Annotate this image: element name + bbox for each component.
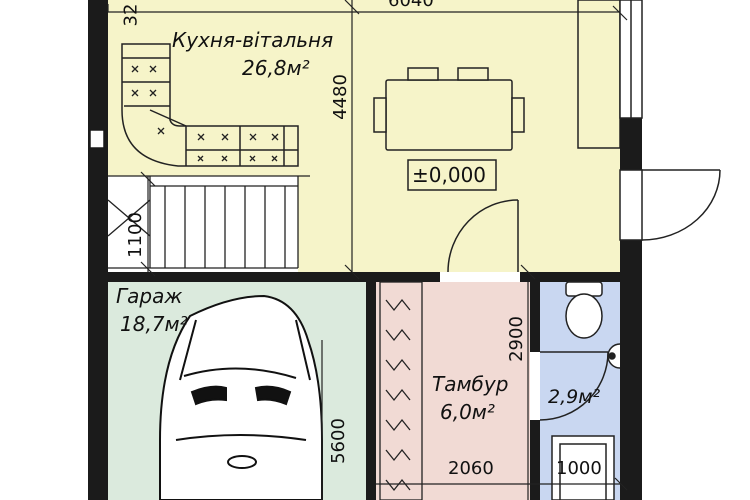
staircase bbox=[107, 175, 310, 269]
exterior-walls bbox=[88, 0, 642, 500]
entrance-door bbox=[619, 169, 721, 241]
dim-vestibule-width: 2060 bbox=[448, 458, 494, 479]
wardrobe bbox=[379, 281, 423, 500]
interior-walls bbox=[108, 272, 642, 500]
dim-garage-height: 5600 bbox=[327, 418, 349, 464]
dim-top-left: 32 bbox=[120, 3, 142, 27]
kitchen-alcove bbox=[577, 0, 621, 149]
level-mark-box bbox=[407, 159, 497, 191]
side-window bbox=[619, 0, 643, 119]
kitchen-area-label: 26,8м² bbox=[242, 56, 310, 80]
shower bbox=[551, 435, 615, 500]
garage-area-label: 18,7м² bbox=[120, 312, 188, 336]
vestibule-name-label: Тамбур bbox=[432, 372, 509, 396]
toilet bbox=[565, 281, 603, 339]
sofa-cushion-marks bbox=[131, 65, 279, 162]
vestibule-door bbox=[447, 199, 519, 273]
sink bbox=[607, 343, 621, 369]
wall-window bbox=[89, 129, 105, 149]
kitchen-name-label: Кухня-вітальня bbox=[172, 28, 334, 52]
dim-top: 6040 bbox=[388, 0, 434, 11]
vestibule-area-label: 6,0м² bbox=[440, 400, 495, 424]
dimension-lines bbox=[107, 0, 628, 500]
bathroom-door bbox=[539, 351, 609, 421]
garage-name-label: Гараж bbox=[116, 284, 183, 308]
dim-vestibule-height: 2900 bbox=[505, 316, 527, 362]
dim-stair: 1100 bbox=[124, 212, 146, 258]
stair-hall-fill bbox=[108, 176, 298, 272]
dim-bath-width: 1000 bbox=[556, 458, 602, 479]
car bbox=[159, 294, 323, 500]
bathroom-area-label: 2,9м² bbox=[548, 386, 601, 408]
dining-table bbox=[373, 67, 525, 151]
dim-kitchen-height: 4480 bbox=[329, 74, 351, 120]
level-mark: ±0,000 bbox=[412, 163, 487, 187]
